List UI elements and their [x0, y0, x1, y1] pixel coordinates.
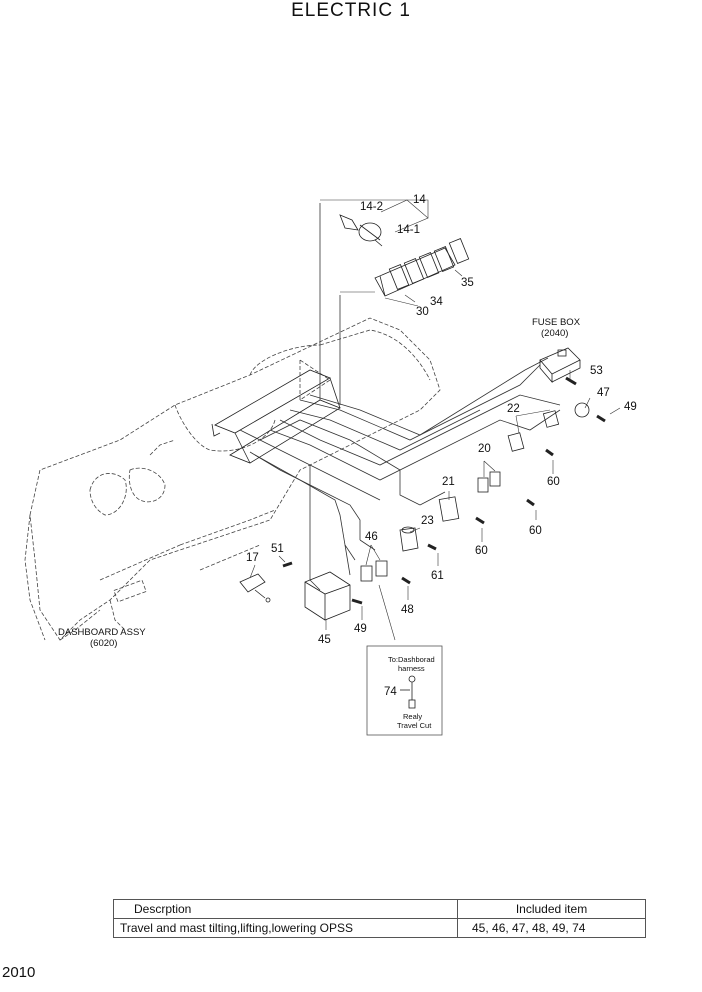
- callout-14-1: 14-1: [397, 224, 420, 236]
- callout-60a: 60: [547, 476, 560, 488]
- table-row: Travel and mast tilting,lifting,lowering…: [113, 918, 646, 938]
- callout-48: 48: [401, 604, 414, 616]
- sensor-17: [239, 573, 271, 603]
- dashboard-outline: [24, 317, 441, 641]
- callout-30: 30: [416, 306, 429, 318]
- callout-61: 61: [431, 570, 444, 582]
- callout-35: 35: [461, 277, 474, 289]
- table-header-description: Descrption: [113, 899, 458, 919]
- page-title: ELECTRIC 1: [291, 0, 411, 21]
- callout-49a: 49: [624, 401, 637, 413]
- inset-label-top-1: To:Dashborad: [388, 655, 435, 664]
- buzzer-23: [399, 526, 419, 552]
- table-cell-description: Travel and mast tilting,lifting,lowering…: [113, 918, 458, 938]
- relay-46: [360, 560, 388, 582]
- inset-relay-drawing: [400, 675, 416, 709]
- callout-17: 17: [246, 552, 259, 564]
- table-header-included: Included item: [457, 899, 646, 919]
- callout-51: 51: [271, 543, 284, 555]
- mounting-bracket: [211, 369, 341, 464]
- table-header-row: Descrption Included item: [113, 899, 646, 919]
- inset-box: [366, 645, 443, 736]
- fuse-box-label: FUSE BOX: [532, 317, 581, 328]
- page-number: 2010: [2, 964, 36, 981]
- callout-74: 74: [384, 686, 397, 698]
- callout-53: 53: [590, 365, 603, 377]
- callout-49b: 49: [354, 623, 367, 635]
- screws: [282, 376, 606, 605]
- inset-label-bottom-2: Travel Cut: [397, 721, 432, 730]
- relay-22: [507, 410, 560, 452]
- callout-60c: 60: [475, 545, 488, 557]
- fuse-box-ref: (2040): [541, 328, 568, 339]
- table-cell-included: 45, 46, 47, 48, 49, 74: [457, 918, 646, 938]
- controller-45: [304, 571, 351, 621]
- callout-22: 22: [507, 403, 520, 415]
- wire-harness: [239, 203, 561, 591]
- dashboard-assy-label: DASHBOARD ASSY: [58, 627, 146, 638]
- callout-23: 23: [421, 515, 434, 527]
- callout-14-2: 14-2: [360, 201, 383, 213]
- callout-21: 21: [442, 476, 455, 488]
- callout-47: 47: [597, 387, 610, 399]
- relay-20: [477, 471, 501, 493]
- inset-label-bottom-1: Realy: [403, 712, 422, 721]
- callout-45: 45: [318, 634, 331, 646]
- callout-14: 14: [413, 194, 426, 206]
- callout-labels: 14 14-2 14-1 35 34 30 53 47 49 22 60 20 …: [58, 194, 637, 730]
- included-items-table: Descrption Included item Travel and mast…: [113, 899, 646, 938]
- callout-34: 34: [430, 296, 443, 308]
- switch-panel-30-34-35: [374, 238, 470, 297]
- inset-label-top-2: harness: [398, 664, 425, 673]
- fuse-box: [539, 347, 581, 384]
- callout-46: 46: [365, 531, 378, 543]
- key-switch-14: [339, 214, 383, 247]
- relay-21: [438, 496, 460, 522]
- callout-20: 20: [478, 443, 491, 455]
- leader-lines: [249, 199, 621, 641]
- dashboard-assy-ref: (6020): [90, 638, 117, 649]
- callout-60b: 60: [529, 525, 542, 537]
